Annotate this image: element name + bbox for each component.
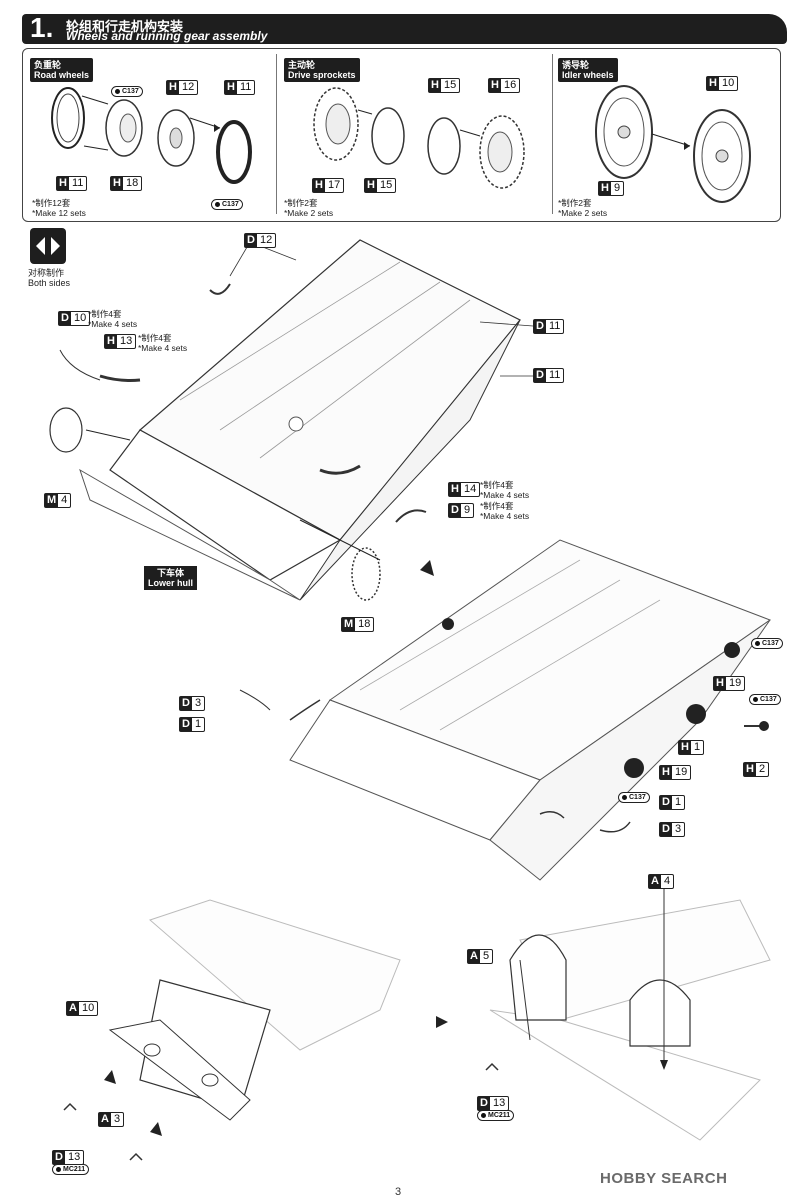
- step-number: 1.: [30, 12, 54, 43]
- d9-note: *制作4套*Make 4 sets: [480, 501, 530, 521]
- d10-note: *制作4套*Make 4 sets: [88, 309, 138, 329]
- paint-code-badge: MC211: [52, 1164, 90, 1175]
- both-sides-label: 对称制作 Both sides: [28, 268, 71, 288]
- drive-sprockets-note: *制作2套 *Make 2 sets: [284, 198, 334, 218]
- paint-code-badge: C137: [618, 792, 650, 803]
- panel-divider: [552, 54, 553, 214]
- idler-wheels-note: *制作2套 *Make 2 sets: [558, 198, 608, 218]
- step-header: 1. 轮组和行走机构安装 Wheels and running gear ass…: [22, 12, 787, 44]
- watermark: HOBBY SEARCH: [600, 1170, 728, 1187]
- both-sides-icon: [30, 228, 66, 264]
- idler-wheels-label: 诱导轮 Idler wheels: [558, 58, 618, 82]
- step-title-en: Wheels and running gear assembly: [66, 29, 268, 43]
- paint-code-badge: MC211: [477, 1110, 515, 1121]
- drive-sprockets-label: 主动轮 Drive sprockets: [284, 58, 360, 82]
- paint-code-badge: C137: [111, 86, 143, 97]
- paint-code-badge: C137: [749, 694, 781, 705]
- road-wheels-label: 负重轮 Road wheels: [30, 58, 94, 82]
- paint-code-badge: C137: [751, 638, 783, 649]
- step-title-cn: 轮组和行走机构安装: [66, 19, 184, 34]
- page-number: 3: [395, 1186, 402, 1198]
- h14-note: *制作4套*Make 4 sets: [480, 480, 530, 500]
- road-wheels-note: *制作12套 *Make 12 sets: [32, 198, 86, 218]
- h13-note: *制作4套*Make 4 sets: [138, 333, 188, 353]
- panel-divider: [276, 54, 277, 214]
- paint-code-badge: C137: [211, 199, 243, 210]
